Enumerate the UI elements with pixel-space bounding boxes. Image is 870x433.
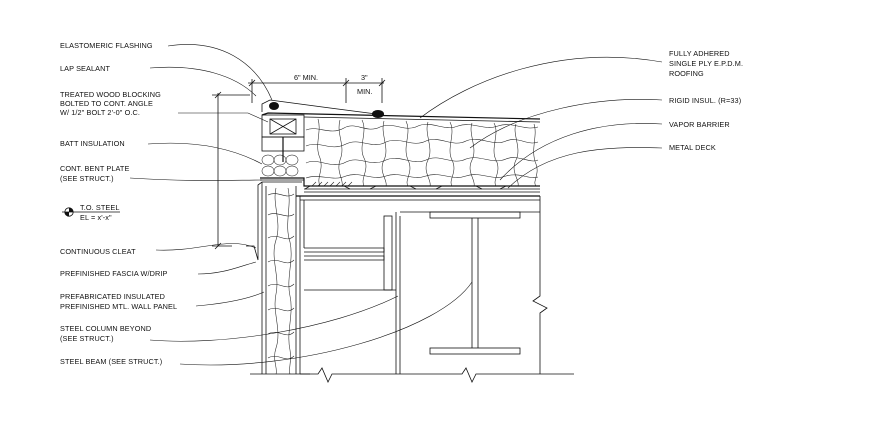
label-treated-wood-blocking-line1: TREATED WOOD BLOCKING [60, 90, 161, 99]
label-lap-sealant: LAP SEALANT [60, 64, 110, 73]
dim-slash-right [378, 79, 386, 87]
right-labels: FULLY ADHERED SINGLE PLY E.P.D.M. ROOFIN… [669, 49, 743, 152]
label-prefab-wall-panel-line2: PREFINISHED MTL. WALL PANEL [60, 302, 177, 311]
label-epdm-line1: FULLY ADHERED [669, 49, 730, 58]
rigid-insulation-pattern [305, 118, 539, 187]
deck-hatch [311, 181, 353, 187]
leader-wall-panel [195, 291, 265, 307]
cont-bent-plate [260, 177, 540, 187]
dim-slash-left [248, 79, 256, 87]
label-treated-wood-blocking-line2: BOLTED TO CONT. ANGLE [60, 99, 153, 108]
wall-panel-core-pattern [267, 187, 295, 375]
dim-slash-top [214, 91, 222, 99]
label-cont-bent-plate-line1: CONT. BENT PLATE [60, 164, 129, 173]
break-line-bottom [300, 367, 574, 383]
steel-column-flange-left [383, 215, 393, 291]
elastomeric-flashing-shape [261, 99, 385, 116]
leader-elastomeric-flashing [167, 44, 273, 101]
leader-lines [129, 44, 663, 366]
steel-structure [296, 195, 574, 383]
leader-epdm [419, 56, 663, 119]
break-line-right [532, 196, 548, 374]
leader-bent-plate [129, 177, 263, 181]
dim-slash-bottom [214, 242, 222, 250]
fascia-with-drip [246, 181, 302, 261]
leader-fascia [197, 261, 257, 275]
dimension-strings: 6" MIN. 3" MIN. [212, 73, 386, 250]
leader-vapor-barrier [499, 123, 663, 181]
beam-flange-bottom [304, 247, 385, 253]
label-elastomeric-flashing: ELASTOMERIC FLASHING [60, 41, 153, 50]
dim-slash-mid [342, 79, 350, 87]
wall-panel [246, 181, 310, 375]
leader-steel-beam [179, 281, 473, 366]
roof-assembly [260, 99, 541, 193]
top-of-steel-marker: T.O. STEEL EL = x'-x" [62, 203, 120, 222]
label-to-steel: T.O. STEEL [80, 203, 120, 212]
label-vapor-barrier: VAPOR BARRIER [669, 120, 730, 129]
beam-flange-bottom-2 [304, 255, 385, 261]
lap-sealant-bead-left [269, 102, 279, 110]
label-steel-beam: STEEL BEAM (SEE STRUCT.) [60, 357, 162, 366]
label-prefab-wall-panel-line1: PREFABRICATED INSULATED [60, 292, 165, 301]
dim-text-6in-min: 6" MIN. [294, 73, 318, 82]
leader-lap-sealant [149, 66, 257, 97]
label-steel-column-line2: (SEE STRUCT.) [60, 334, 114, 343]
leader-rigid-insul [469, 99, 663, 149]
label-cont-bent-plate-line2: (SEE STRUCT.) [60, 174, 114, 183]
label-metal-deck: METAL DECK [669, 143, 716, 152]
label-prefinished-fascia: PREFINISHED FASCIA W/DRIP [60, 269, 168, 278]
i-beam-bottom-flange [429, 347, 521, 355]
label-treated-wood-blocking-line3: W/ 1/2" BOLT 2'-0" O.C. [60, 108, 140, 117]
rigid-insulation-top [303, 116, 541, 123]
label-batt-insulation: BATT INSULATION [60, 139, 125, 148]
leader-wood-blocking [178, 112, 269, 123]
left-labels: ELASTOMERIC FLASHING LAP SEALANT TREATED… [60, 41, 177, 366]
label-steel-column-line1: STEEL COLUMN BEYOND [60, 324, 151, 333]
i-beam-top-flange [429, 211, 521, 219]
label-continuous-cleat: CONTINUOUS CLEAT [60, 247, 136, 256]
elevation-target-fill-lower [64, 212, 69, 217]
wood-blocking-inner [269, 118, 297, 135]
dim-text-min: MIN. [357, 87, 372, 96]
batt-insulation [261, 154, 299, 177]
label-epdm-line3: ROOFING [669, 69, 704, 78]
wood-blocking-cross [269, 118, 297, 135]
label-rigid-insul: RIGID INSUL. (R=33) [669, 96, 741, 105]
elevation-target-fill-upper [69, 207, 74, 212]
dim-text-3in: 3" [361, 73, 368, 82]
leader-steel-column [149, 295, 399, 342]
leader-batt-insulation [147, 142, 263, 165]
epdm-membrane [261, 112, 541, 120]
label-elevation: EL = x'-x" [80, 213, 112, 222]
leader-continuous-cleat [155, 243, 257, 251]
leader-metal-deck [507, 147, 663, 189]
label-epdm-line2: SINGLE PLY E.P.D.M. [669, 59, 743, 68]
